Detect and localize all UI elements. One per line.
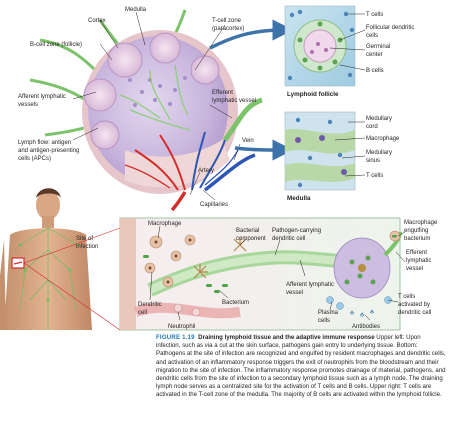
label-cortex: Cortex [88, 18, 106, 24]
label-t-cells-activated: T cells [398, 294, 415, 300]
label-afferent-lymphatic: Afferent lymphatic [18, 94, 66, 100]
label-t-cells-activated-2: activated by [398, 302, 430, 308]
label-medullary-sinus-sub: sinus [366, 158, 380, 164]
caption-title: Draining lymphoid tissue and the adaptiv… [198, 334, 375, 341]
label-germinal-center: Germinal [366, 44, 390, 50]
medulla-inset [284, 111, 356, 191]
infection-connector [23, 227, 121, 264]
figure-caption: FIGURE 1.19 Draining lymphoid tissue and… [156, 334, 446, 400]
label-medulla: Medulla [125, 7, 147, 13]
label-artery: Artery [198, 168, 214, 174]
follicle [107, 42, 143, 78]
label-medullary-sinus: Medullary [366, 150, 392, 156]
label-vein: Vein [242, 138, 254, 144]
label-germinal-center-sub: center [366, 52, 383, 58]
caption-body: Upper left: Upon infection, such as via … [156, 334, 446, 399]
label-efferent-vessel-3: vessel [406, 266, 423, 272]
label-efferent-lymphatic: Efferent [212, 90, 233, 96]
lymph-node [29, 9, 263, 212]
follicle [190, 55, 220, 85]
label-lymph-flow-2: and antigen-presenting [18, 148, 79, 154]
label-dendritic-cell: Dendritic [138, 302, 162, 308]
t-cell-zone-dots [128, 76, 187, 107]
label-lymphoid-follicle: Lymphoid follicle [287, 91, 339, 98]
label-t-cell-zone-sub: (paracortex) [212, 26, 244, 32]
lymph-channels [119, 64, 191, 131]
label-bacterial-component-sub: component [236, 236, 266, 242]
medulla-region [125, 140, 230, 188]
label-site-of-infection-sub: infection [76, 244, 98, 250]
label-medullary-cord-sub: cord [366, 124, 378, 130]
label-bacterial-component: Bacterial [236, 228, 259, 234]
label-medullary-cord: Medullary [366, 116, 392, 122]
artery [170, 191, 187, 212]
label-t-cells: T cells [366, 12, 383, 18]
label-medulla-inset: Medulla [287, 195, 311, 202]
arrow-to-medulla [234, 139, 294, 161]
label-afferent-vessel: Afferent lymphatic [286, 282, 334, 288]
infection-panel [119, 217, 402, 331]
label-plasma-cells: Plasma [318, 310, 339, 316]
follicle [90, 120, 120, 150]
label-macrophage-engulfing-2: engulfing [404, 228, 428, 234]
label-t-cells-activated-3: dendritic cell [398, 310, 431, 316]
label-neutrophil: Neutrophil [168, 324, 195, 330]
label-afferent-vessel-sub: vessel [286, 290, 303, 296]
labels: Medulla Cortex T-cell zone (paracortex) … [18, 7, 438, 330]
efferent-lymphatic-vessel [222, 97, 263, 142]
leader-lines-follicle [329, 13, 366, 71]
label-plasma-cells-sub: cells [318, 318, 330, 324]
human-figure [0, 188, 92, 330]
vein [203, 153, 256, 192]
label-macrophage-engulfing-3: bacterium [404, 236, 430, 242]
label-site-of-infection: Site of [76, 236, 93, 242]
blood-vessels [124, 131, 239, 191]
label-efferent-vessel-2: lymphatic [406, 258, 431, 264]
label-t-cells-medulla: T cells [366, 173, 383, 179]
label-pathogen-dendritic: Pathogen-carrying [272, 228, 321, 234]
label-antibodies: Antibodies [352, 324, 380, 330]
label-efferent-vessel: Efferent [406, 250, 427, 256]
lymphoid-follicle-inset [284, 5, 356, 87]
label-efferent-lymphatic-sub: lymphatic vessel [212, 98, 256, 104]
arrow-to-follicle [209, 19, 294, 50]
label-bacterium: Bacterium [222, 300, 249, 306]
caption-figure-number: FIGURE 1.19 [156, 334, 195, 341]
follicle [149, 32, 181, 64]
leader-lines-panel [149, 225, 406, 321]
label-macrophage-engulfing: Macrophage [404, 220, 438, 226]
label-t-cell-zone: T-cell zone [212, 18, 242, 24]
label-macrophage: Macrophage [148, 221, 182, 227]
leader-lines-medulla [334, 121, 366, 177]
label-lymph-flow: Lymph flow: antigen [18, 140, 71, 146]
label-b-cell-zone: B-cell zone (follicle) [30, 42, 82, 48]
label-afferent-lymphatic-sub: vessels [18, 102, 38, 108]
label-pathogen-dendritic-sub: dendritic cell [272, 236, 305, 242]
label-follicular-dendritic-sub: cells [366, 33, 378, 39]
infection-connector [23, 262, 121, 331]
label-dendritic-cell-sub: cell [138, 310, 147, 316]
label-b-cells: B cells [366, 68, 384, 74]
label-macrophage-medulla: Macrophage [366, 136, 400, 142]
label-capillaries: Capillaries [200, 202, 228, 208]
label-follicular-dendritic: Follicular dendritic [366, 25, 414, 31]
follicle [83, 78, 117, 112]
label-lymph-flow-3: cells (APCs) [18, 156, 51, 162]
